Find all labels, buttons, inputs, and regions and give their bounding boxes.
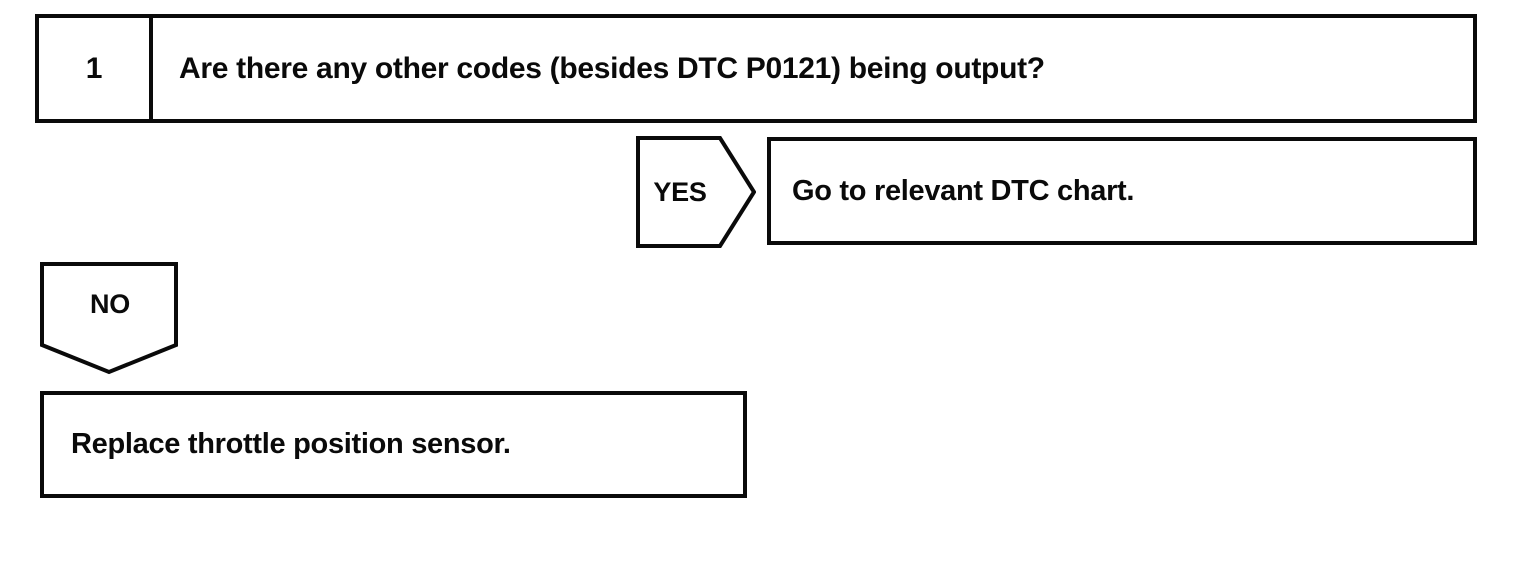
yes-action-box: Go to relevant DTC chart. (767, 137, 1477, 245)
step-question-box: 1 Are there any other codes (besides DTC… (35, 14, 1477, 123)
no-action-text: Replace throttle position sensor. (71, 428, 511, 460)
yes-action-text: Go to relevant DTC chart. (792, 174, 1135, 207)
no-pentagon-shape (40, 262, 178, 375)
no-action-box: Replace throttle position sensor. (40, 391, 747, 498)
no-connector: NO (40, 262, 180, 375)
yes-pentagon-shape (636, 136, 756, 248)
yes-label: YES (653, 176, 707, 207)
step-question-text: Are there any other codes (besides DTC P… (179, 51, 1045, 85)
step-number: 1 (39, 18, 153, 119)
no-label: NO (90, 288, 130, 319)
yes-connector: YES (636, 136, 756, 248)
